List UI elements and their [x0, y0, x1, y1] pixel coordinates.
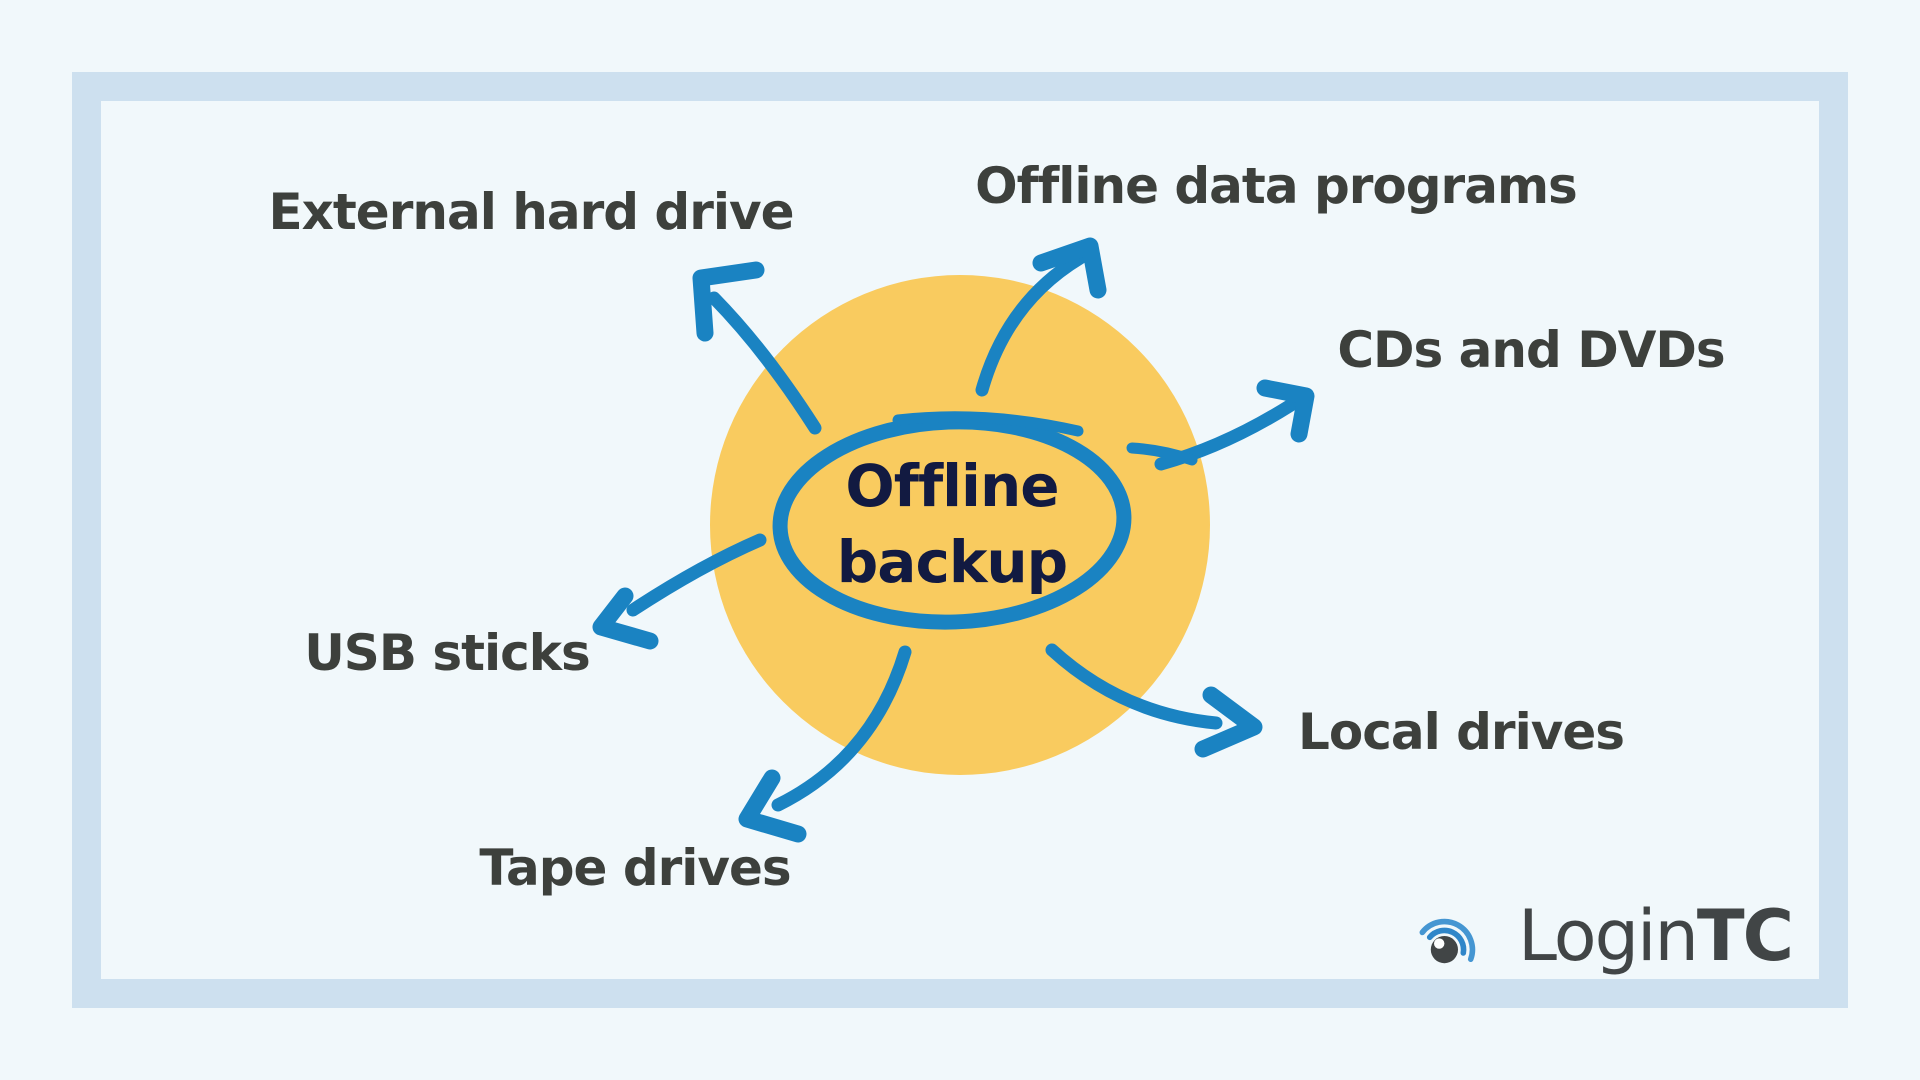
- logintc-wordmark: LoginTC: [1518, 901, 1794, 971]
- frame-border: [72, 72, 1848, 1008]
- center-ellipse: [772, 411, 1198, 630]
- node-label-tape-drives: Tape drives: [479, 839, 791, 897]
- logintc-wordmark-login: Login: [1518, 895, 1699, 977]
- arrow-usb-sticks: [592, 533, 767, 650]
- node-label-usb-sticks: USB sticks: [304, 624, 591, 682]
- hub-circle: [710, 275, 1210, 775]
- arrow-tape-drives: [738, 645, 912, 843]
- arrow-offline-data-programs: [975, 237, 1107, 397]
- arrow-external-hard-drive: [692, 261, 822, 435]
- center-node-line1: Offline: [845, 452, 1059, 520]
- logintc-wordmark-tc: TC: [1696, 895, 1794, 977]
- ellipse-double-stroke: [892, 411, 1084, 437]
- logintc-eye-icon: [1419, 918, 1476, 964]
- node-label-cds-and-dvds: CDs and DVDs: [1337, 321, 1725, 379]
- node-label-offline-data-programs: Offline data programs: [975, 157, 1578, 215]
- center-node-line2: backup: [836, 528, 1068, 596]
- center-node: Offline backup: [780, 424, 1124, 624]
- node-label-local-drives: Local drives: [1298, 703, 1625, 761]
- logintc-logo: LoginTC: [1414, 900, 1794, 980]
- ellipse-overshoot-stroke: [1126, 442, 1198, 466]
- node-label-external-hard-drive: External hard drive: [268, 183, 794, 241]
- arrow-local-drives: [1045, 643, 1263, 758]
